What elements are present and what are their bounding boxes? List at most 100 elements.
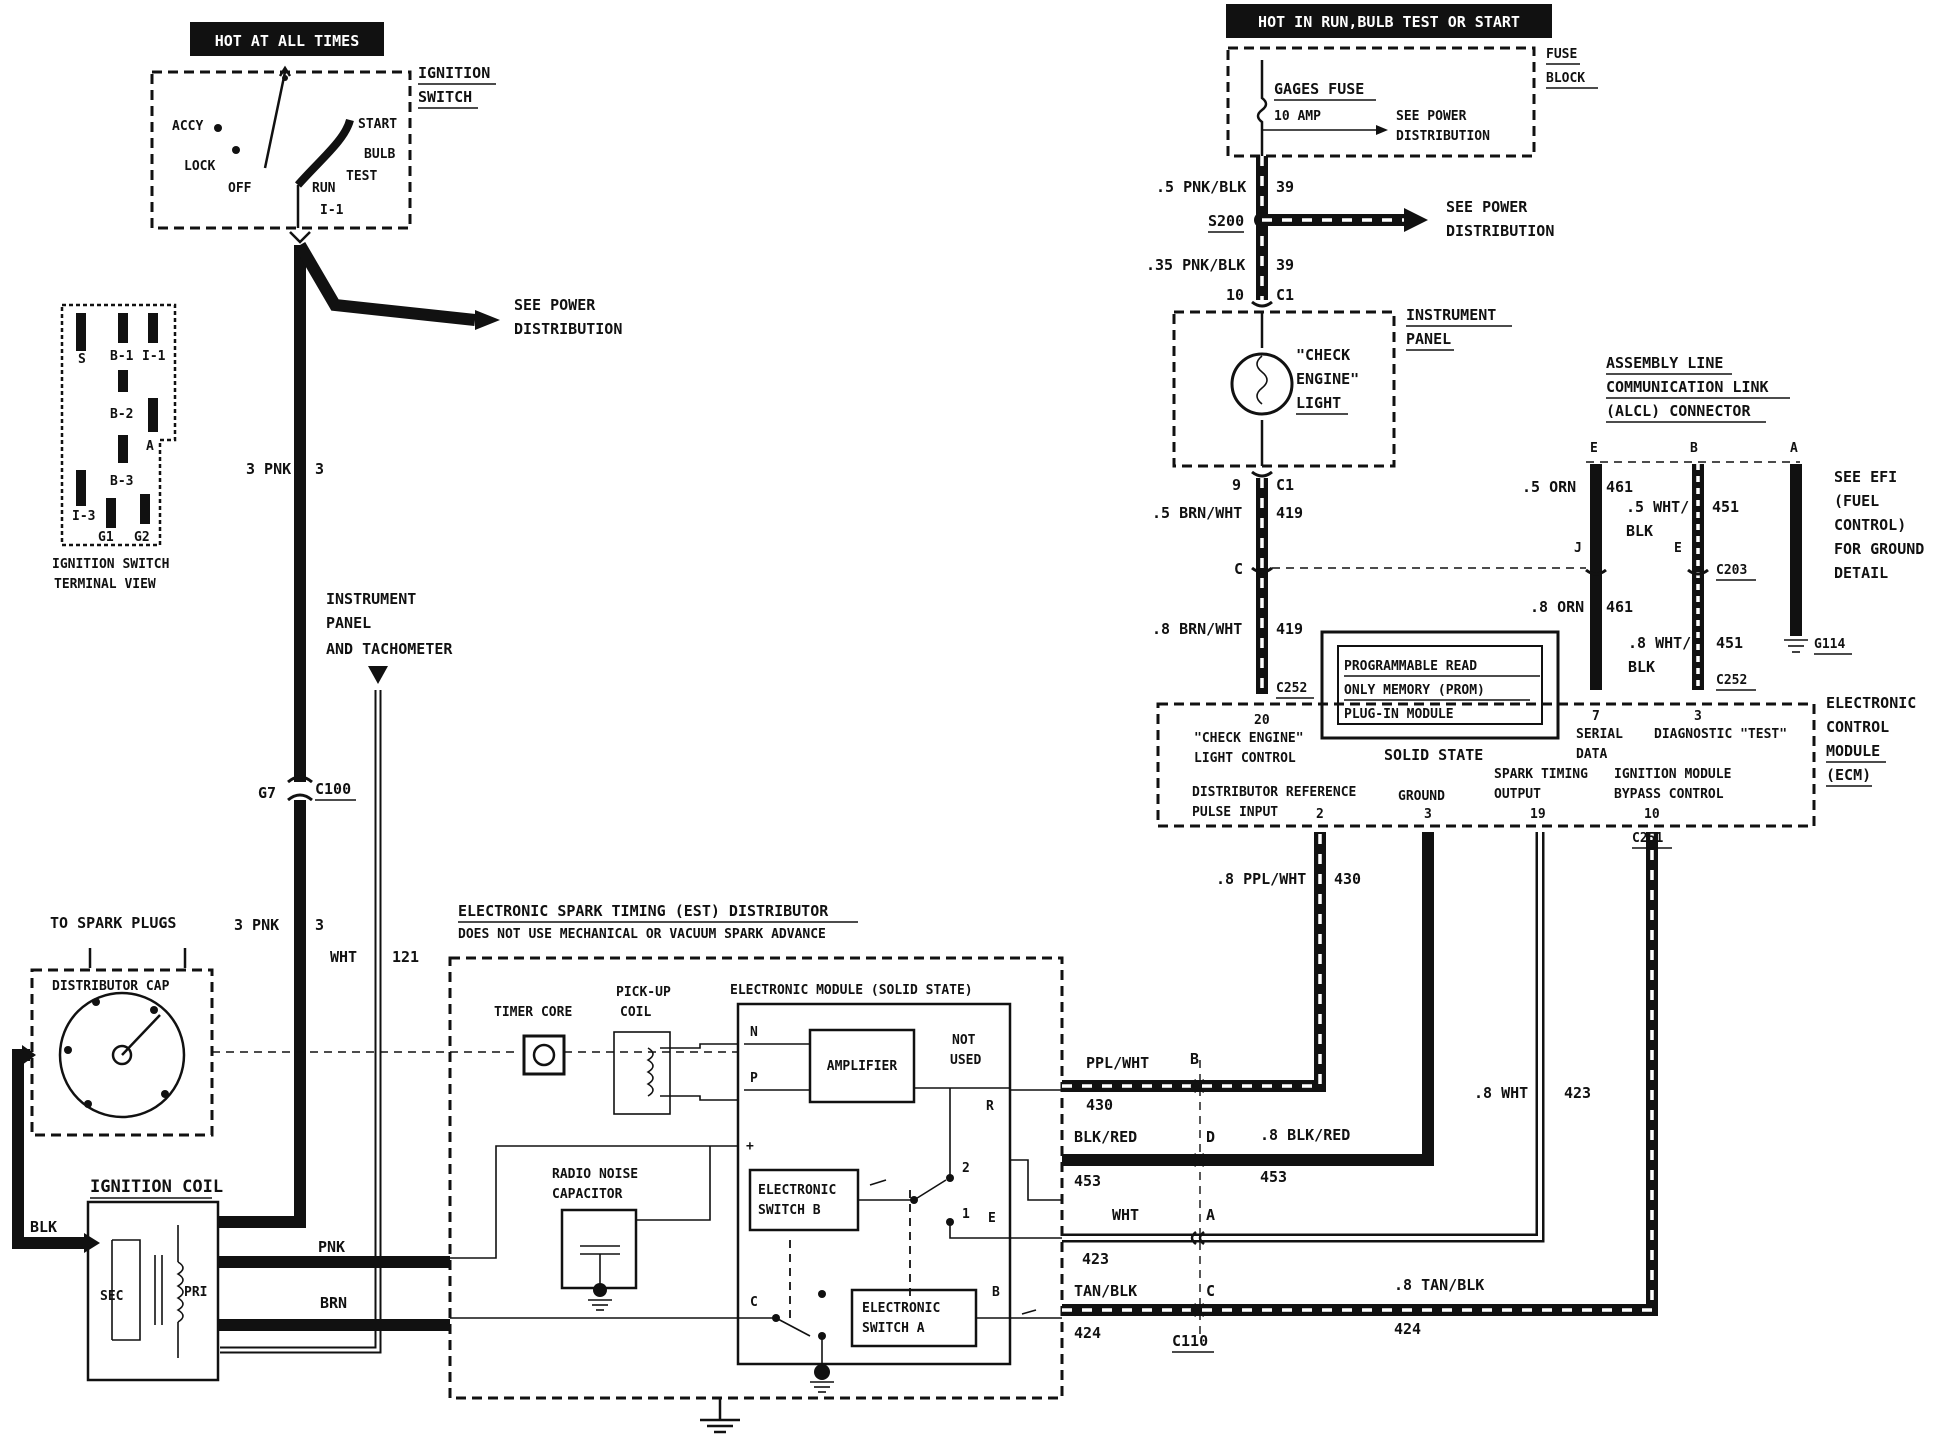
svg-text:COMMUNICATION LINK: COMMUNICATION LINK bbox=[1606, 378, 1769, 396]
svg-text:TIMER CORE: TIMER CORE bbox=[494, 1005, 572, 1020]
svg-text:C252: C252 bbox=[1716, 673, 1747, 688]
svg-text:PLUG-IN MODULE: PLUG-IN MODULE bbox=[1344, 707, 1454, 722]
svg-text:10: 10 bbox=[1226, 286, 1244, 304]
alcl-connector: ASSEMBLY LINE COMMUNICATION LINK (ALCL) … bbox=[1522, 354, 1924, 691]
svg-text:419: 419 bbox=[1276, 620, 1303, 638]
svg-text:P: P bbox=[750, 1071, 758, 1086]
svg-text:AND TACHOMETER: AND TACHOMETER bbox=[326, 640, 453, 658]
svg-text:FUSE: FUSE bbox=[1546, 47, 1577, 62]
svg-text:R: R bbox=[986, 1099, 994, 1114]
svg-text:PULSE INPUT: PULSE INPUT bbox=[1192, 805, 1278, 820]
svg-text:TEST: TEST bbox=[346, 169, 377, 184]
svg-text:ELECTRONIC MODULE (SOLID STATE: ELECTRONIC MODULE (SOLID STATE) bbox=[730, 983, 973, 998]
svg-text:DISTRIBUTION: DISTRIBUTION bbox=[514, 320, 622, 338]
svg-text:B-2: B-2 bbox=[110, 407, 133, 422]
svg-text:.35 PNK/BLK: .35 PNK/BLK bbox=[1146, 256, 1245, 274]
svg-text:PANEL: PANEL bbox=[326, 614, 371, 632]
svg-text:121: 121 bbox=[392, 948, 419, 966]
svg-text:424: 424 bbox=[1394, 1320, 1421, 1338]
svg-text:453: 453 bbox=[1074, 1172, 1101, 1190]
svg-text:20: 20 bbox=[1254, 713, 1270, 728]
svg-text:C203: C203 bbox=[1716, 563, 1747, 578]
svg-text:461: 461 bbox=[1606, 598, 1633, 616]
svg-text:39: 39 bbox=[1276, 178, 1294, 196]
svg-text:ELECTRONIC: ELECTRONIC bbox=[758, 1183, 836, 1198]
svg-text:SEE POWER: SEE POWER bbox=[1446, 198, 1528, 216]
est-distributor: ELECTRONIC SPARK TIMING (EST) DISTRIBUTO… bbox=[448, 902, 1064, 1434]
svg-text:451: 451 bbox=[1712, 498, 1739, 516]
svg-text:DISTRIBUTION: DISTRIBUTION bbox=[1396, 129, 1490, 144]
pnk-blk-feed: .5 PNK/BLK 39 S200 SEE POWER DISTRIBUTIO… bbox=[1146, 156, 1554, 308]
svg-text:.5 BRN/WHT: .5 BRN/WHT bbox=[1152, 504, 1242, 522]
svg-text:ELECTRONIC SPARK TIMING (EST): ELECTRONIC SPARK TIMING (EST) DISTRIBUTO… bbox=[458, 902, 829, 920]
svg-text:453: 453 bbox=[1260, 1168, 1287, 1186]
svg-text:7: 7 bbox=[1592, 709, 1600, 724]
svg-text:.5 WHT/: .5 WHT/ bbox=[1626, 498, 1689, 516]
svg-text:SEE POWER: SEE POWER bbox=[514, 296, 596, 314]
svg-text:SOLID STATE: SOLID STATE bbox=[1384, 746, 1483, 764]
svg-text:423: 423 bbox=[1564, 1084, 1591, 1102]
svg-text:G114: G114 bbox=[1814, 637, 1845, 652]
svg-text:I-1: I-1 bbox=[142, 349, 166, 364]
svg-text:I-1: I-1 bbox=[320, 203, 344, 218]
svg-text:LOCK: LOCK bbox=[184, 159, 215, 174]
electronic-control-module: PROGRAMMABLE READ ONLY MEMORY (PROM) PLU… bbox=[1156, 630, 1916, 849]
svg-text:419: 419 bbox=[1276, 504, 1303, 522]
svg-text:ASSEMBLY LINE: ASSEMBLY LINE bbox=[1606, 354, 1723, 372]
svg-text:N: N bbox=[750, 1025, 758, 1040]
svg-text:.8 ORN: .8 ORN bbox=[1530, 598, 1584, 616]
pnk-feed-wire: 3 PNK 3 G7 C100 3 PNK 3 bbox=[230, 231, 500, 1228]
svg-text:J: J bbox=[1574, 541, 1582, 556]
svg-text:C: C bbox=[1234, 560, 1243, 578]
svg-text:USED: USED bbox=[950, 1053, 981, 1068]
svg-text:LIGHT CONTROL: LIGHT CONTROL bbox=[1194, 751, 1296, 766]
svg-text:B: B bbox=[992, 1285, 1000, 1300]
ecm-wire-labels: .8 PPL/WHT 430 .8 BLK/RED 453 .8 WHT 423… bbox=[1216, 870, 1591, 1338]
svg-text:DISTRIBUTION: DISTRIBUTION bbox=[1446, 222, 1554, 240]
svg-text:.5 ORN: .5 ORN bbox=[1522, 478, 1576, 496]
svg-text:461: 461 bbox=[1606, 478, 1633, 496]
distributor-cap: TO SPARK PLUGS DISTRIBUTOR CAP bbox=[30, 914, 520, 1137]
svg-text:HOT IN RUN,BULB TEST OR START: HOT IN RUN,BULB TEST OR START bbox=[1258, 13, 1520, 31]
svg-text:INSTRUMENT: INSTRUMENT bbox=[1406, 306, 1496, 324]
svg-text:10 AMP: 10 AMP bbox=[1274, 109, 1321, 124]
svg-text:430: 430 bbox=[1334, 870, 1361, 888]
svg-text:TO SPARK PLUGS: TO SPARK PLUGS bbox=[50, 914, 176, 932]
svg-text:IGNITION SWITCH: IGNITION SWITCH bbox=[52, 557, 169, 572]
svg-text:HOT AT ALL TIMES: HOT AT ALL TIMES bbox=[215, 32, 360, 50]
svg-text:C110: C110 bbox=[1172, 1332, 1208, 1350]
svg-text:BLK: BLK bbox=[1626, 522, 1653, 540]
svg-text:CONTROL): CONTROL) bbox=[1834, 516, 1906, 534]
svg-text:(ECM): (ECM) bbox=[1826, 766, 1871, 784]
svg-text:B-1: B-1 bbox=[110, 349, 134, 364]
svg-text:B: B bbox=[1190, 1050, 1199, 1068]
svg-text:3: 3 bbox=[315, 916, 324, 934]
svg-text:MODULE: MODULE bbox=[1826, 742, 1880, 760]
svg-text:A: A bbox=[146, 439, 154, 454]
c110-harness: PPL/WHT 430 B BLK/RED 453 D WHT 423 A TA… bbox=[1062, 832, 1658, 1353]
svg-text:.8 BLK/RED: .8 BLK/RED bbox=[1260, 1126, 1350, 1144]
svg-text:WHT: WHT bbox=[1112, 1206, 1139, 1224]
svg-text:S: S bbox=[78, 352, 86, 367]
svg-text:19: 19 bbox=[1530, 807, 1546, 822]
svg-text:430: 430 bbox=[1086, 1096, 1113, 1114]
svg-text:PROGRAMMABLE READ: PROGRAMMABLE READ bbox=[1344, 659, 1477, 674]
svg-text:2: 2 bbox=[1316, 807, 1324, 822]
svg-text:BRN: BRN bbox=[320, 1294, 347, 1312]
svg-text:TAN/BLK: TAN/BLK bbox=[1074, 1282, 1137, 1300]
svg-text:(FUEL: (FUEL bbox=[1834, 492, 1879, 510]
svg-text:(ALCL) CONNECTOR: (ALCL) CONNECTOR bbox=[1606, 402, 1751, 420]
svg-text:G2: G2 bbox=[134, 530, 150, 545]
svg-text:PANEL: PANEL bbox=[1406, 330, 1451, 348]
svg-text:COIL: COIL bbox=[620, 1005, 651, 1020]
svg-text:ONLY MEMORY (PROM): ONLY MEMORY (PROM) bbox=[1344, 683, 1485, 698]
svg-text:RADIO NOISE: RADIO NOISE bbox=[552, 1167, 638, 1182]
svg-text:IGNITION MODULE: IGNITION MODULE bbox=[1614, 767, 1731, 782]
svg-text:+: + bbox=[746, 1139, 754, 1154]
svg-text:OUTPUT: OUTPUT bbox=[1494, 787, 1541, 802]
svg-text:B: B bbox=[1690, 441, 1698, 456]
svg-text:SWITCH: SWITCH bbox=[418, 88, 472, 106]
svg-text:BYPASS CONTROL: BYPASS CONTROL bbox=[1614, 787, 1724, 802]
svg-text:E: E bbox=[988, 1211, 996, 1226]
